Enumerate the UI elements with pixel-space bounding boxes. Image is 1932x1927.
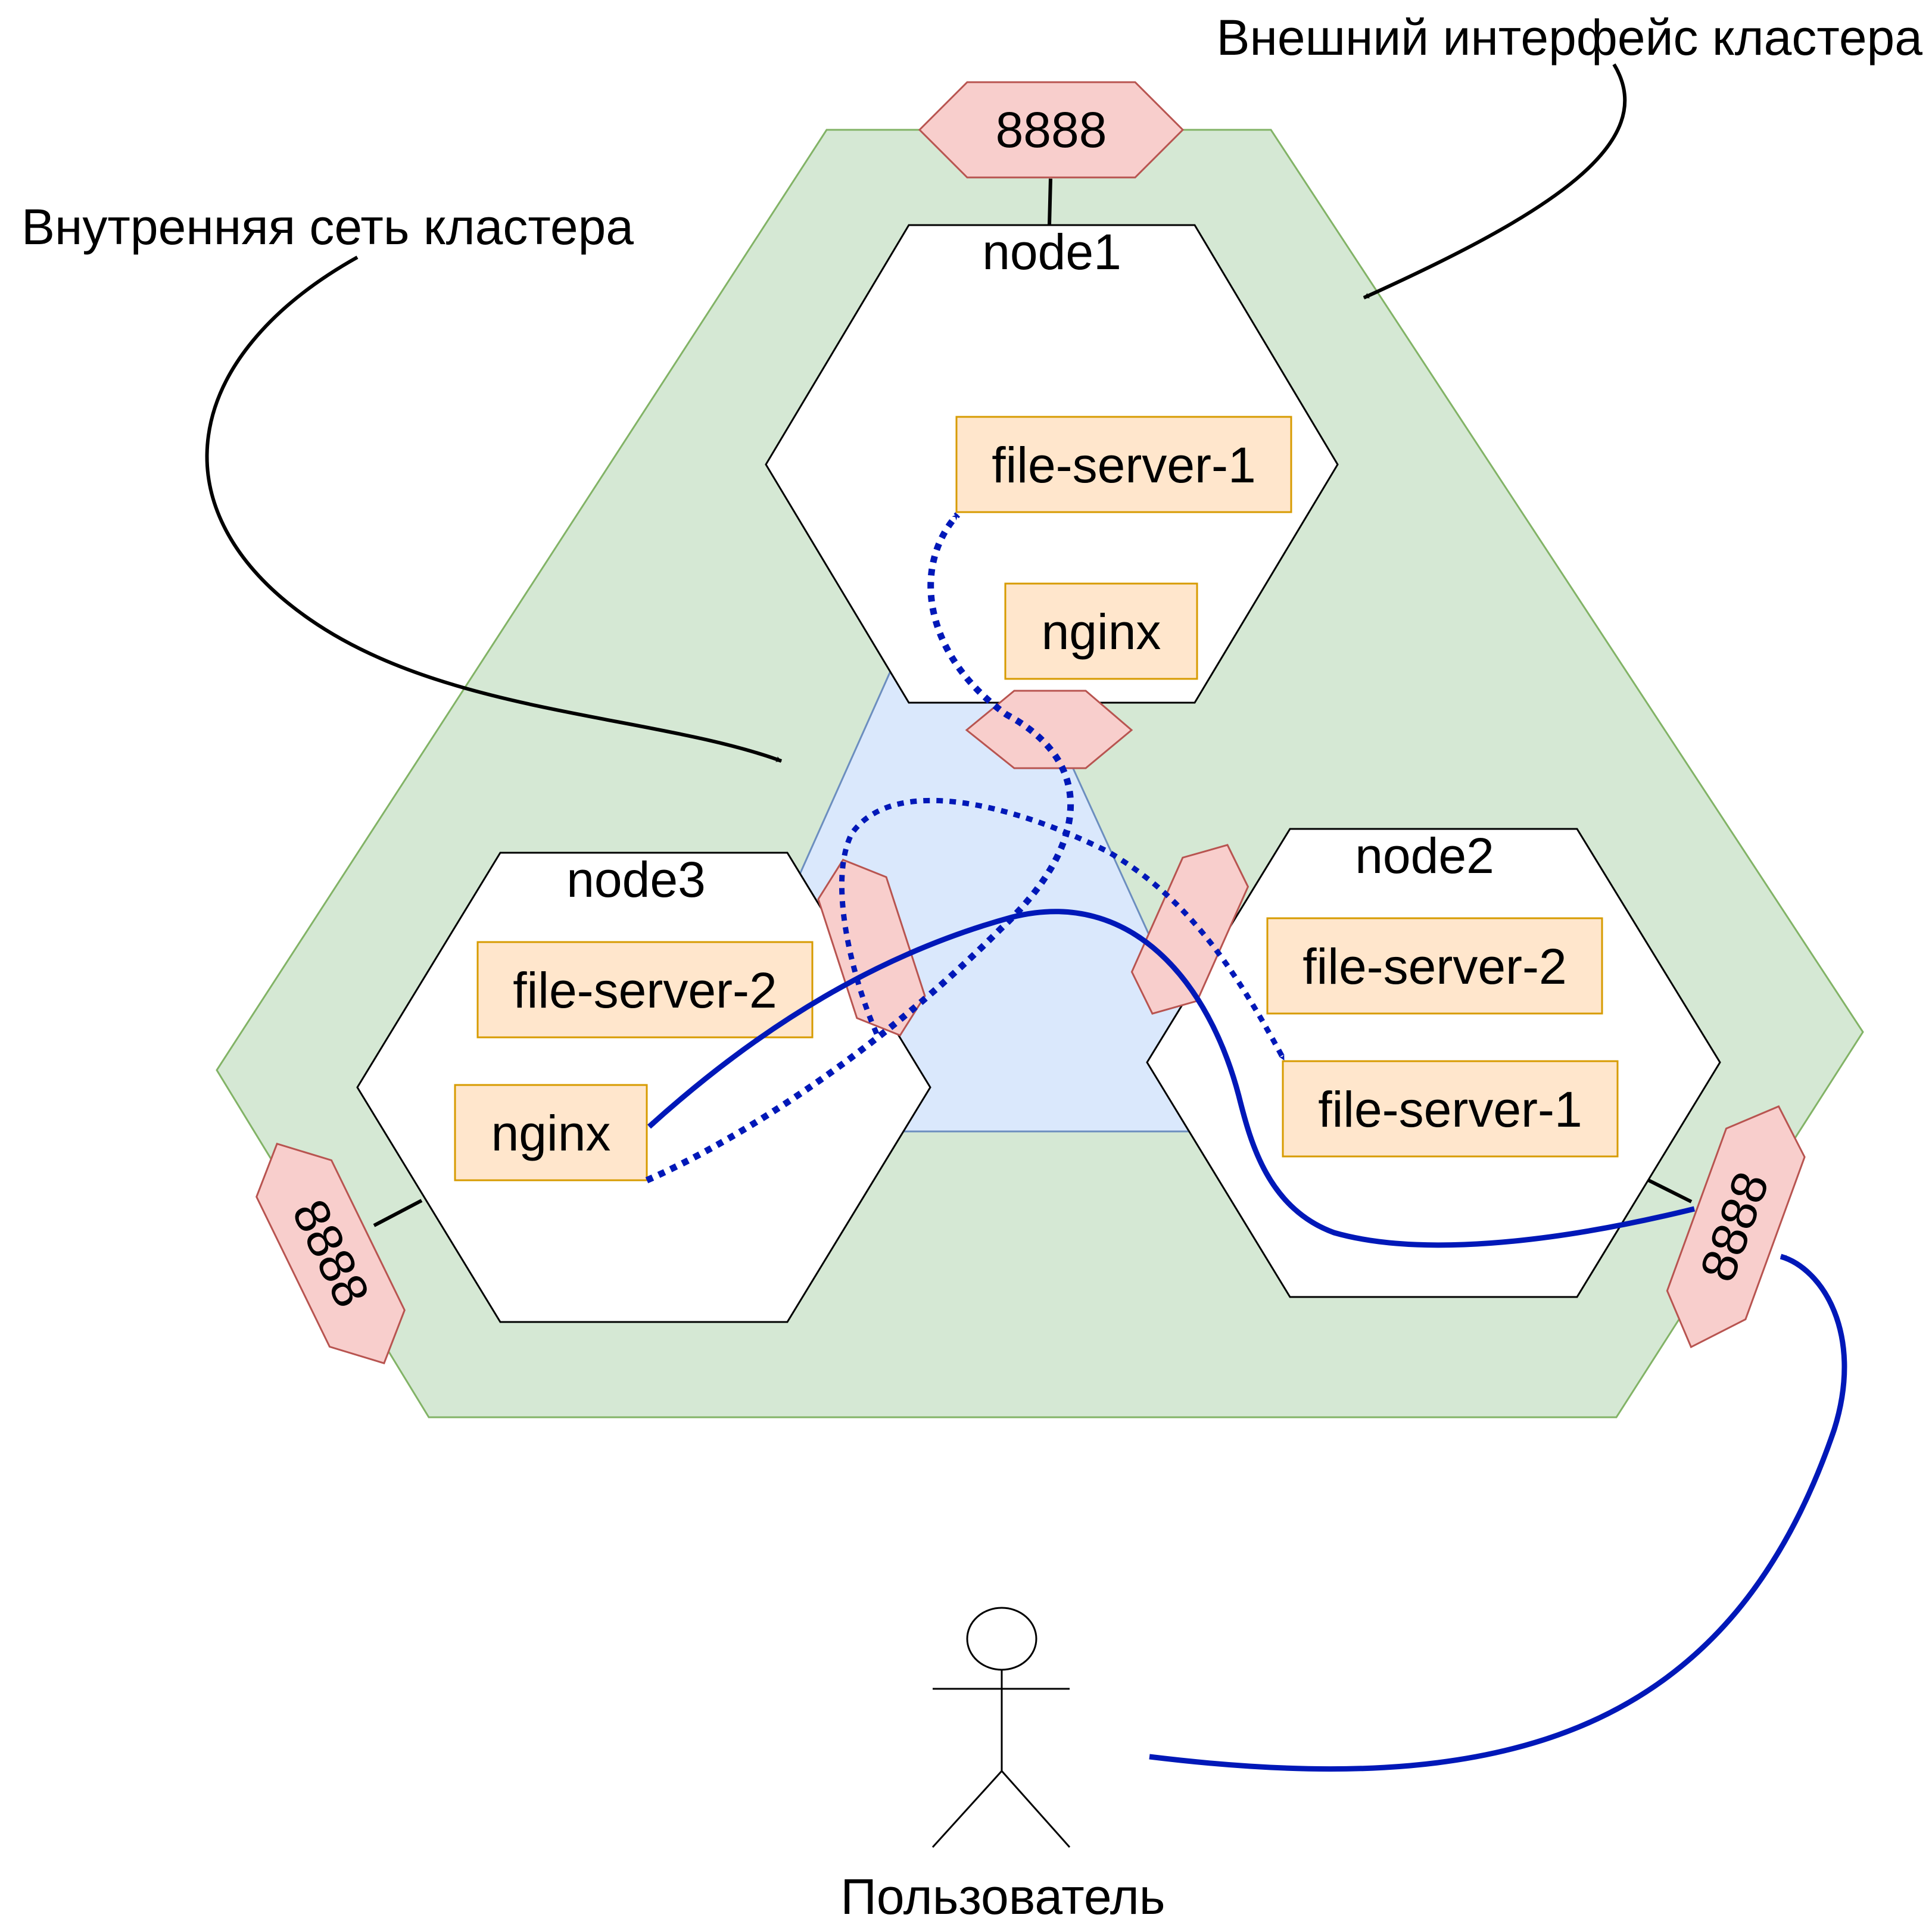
node3-title: node3: [566, 852, 706, 908]
service-label: file-server-2: [513, 962, 777, 1018]
node3-port-link: [373, 1199, 423, 1227]
node1-title: node1: [982, 224, 1121, 280]
internal-port-node1: [965, 690, 1133, 769]
flow-nginx-to-file-server-1-node1: [645, 512, 1074, 1184]
user-figure-icon[interactable]: [931, 1607, 1071, 1848]
port-top[interactable]: 8888: [918, 81, 1185, 179]
node1-service-file-server-1[interactable]: file-server-1: [955, 416, 1292, 513]
node1-service-nginx[interactable]: nginx: [1004, 582, 1198, 680]
node1-port-link: [1048, 178, 1052, 226]
service-label: nginx: [491, 1105, 611, 1161]
node2-service-file-server-2[interactable]: file-server-2: [1266, 917, 1603, 1015]
node2-port-link: [1647, 1178, 1693, 1203]
port-top-label: 8888: [996, 102, 1107, 158]
node2-title: node2: [1355, 828, 1494, 884]
external-interface-label: Внешний интерфейс кластера: [1216, 10, 1922, 66]
internal-port-node2: [1130, 844, 1249, 1015]
service-label: nginx: [1042, 604, 1161, 660]
service-label: file-server-1: [1318, 1081, 1582, 1137]
node3-service-nginx[interactable]: nginx: [454, 1084, 648, 1181]
internal-network-label: Внутренняя сеть кластера: [21, 199, 634, 255]
node3-service-file-server-2[interactable]: file-server-2: [476, 941, 814, 1039]
flow-user-to-port: [1149, 1254, 1847, 1772]
flow-port-to-nginx: [647, 909, 1696, 1248]
node2-service-file-server-1[interactable]: file-server-1: [1282, 1060, 1619, 1158]
flow-nginx-to-file-server-1-node2: [839, 797, 1286, 1062]
service-label: file-server-2: [1302, 938, 1566, 994]
internal-network-pointer: [205, 255, 783, 763]
service-label: file-server-1: [992, 437, 1255, 493]
external-interface-pointer: [1363, 63, 1627, 300]
user-label: Пользователь: [840, 1869, 1165, 1925]
